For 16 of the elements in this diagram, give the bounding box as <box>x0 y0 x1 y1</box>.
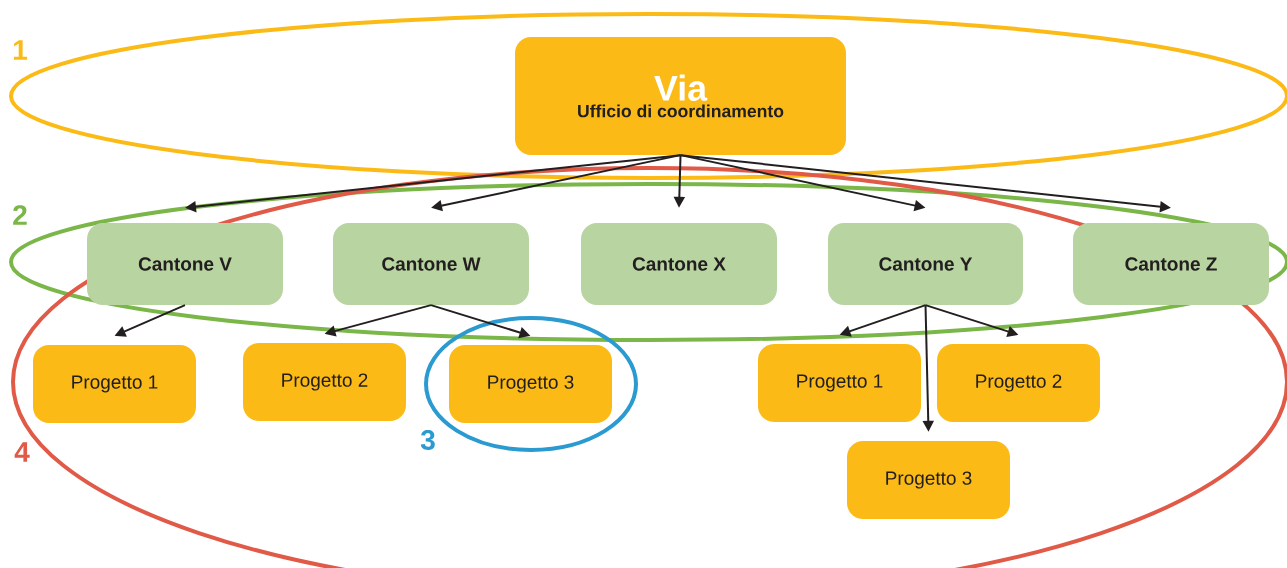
group-number: 4 <box>14 442 30 462</box>
project-box: Progetto 1 <box>758 344 921 422</box>
group-number: 2 <box>13 205 27 225</box>
project-box: Progetto 2 <box>937 344 1100 422</box>
canton-box: Cantone X <box>581 223 777 305</box>
group-number: 1 <box>13 40 28 60</box>
project-box: Progetto 3 <box>847 441 1010 519</box>
canton-box: Cantone V <box>87 223 283 305</box>
project-box: Progetto 1 <box>33 345 196 423</box>
project-box: Progetto 3 <box>449 345 612 423</box>
canton-box: Cantone W <box>333 223 529 305</box>
project-box: Progetto 2 <box>243 343 406 421</box>
coordination-box: Via Ufficio di coordinamento <box>515 37 846 155</box>
canton-box: Cantone Y <box>828 223 1023 305</box>
canton-box: Cantone Z <box>1073 223 1269 305</box>
group-number: 3 <box>420 430 435 450</box>
